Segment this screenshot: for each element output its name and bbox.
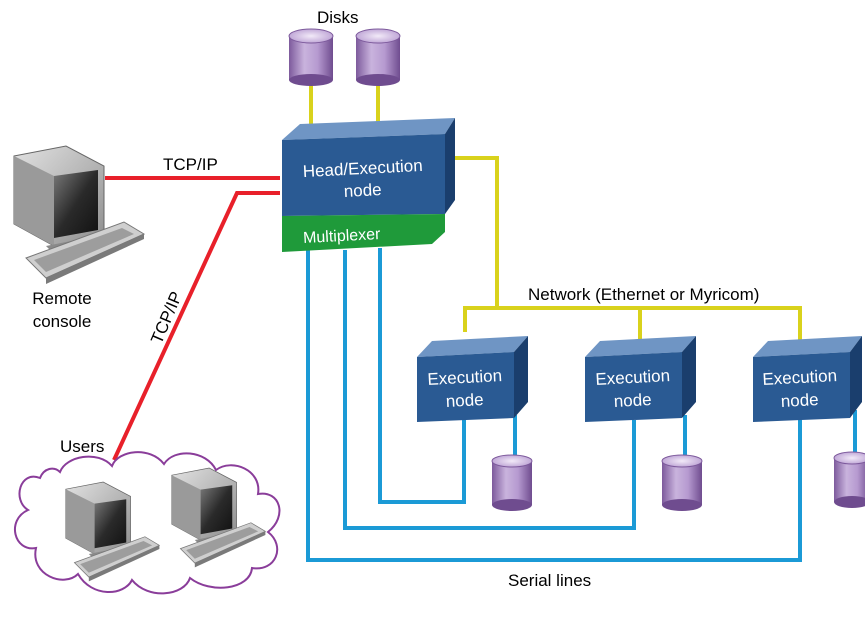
disk-icon bbox=[355, 28, 401, 86]
execution-node: Execution node bbox=[585, 336, 696, 422]
execution-node: Execution node bbox=[753, 336, 862, 422]
desktop-computer-icon bbox=[13, 145, 146, 284]
desktop-computer-icon bbox=[171, 467, 267, 568]
execution-node-label-line1: Execution bbox=[427, 366, 503, 389]
network-label: Network (Ethernet or Myricom) bbox=[528, 285, 759, 304]
disk-icon bbox=[661, 454, 703, 511]
network-link bbox=[455, 156, 802, 345]
desktop-computer-icon bbox=[65, 481, 161, 582]
serial-lines bbox=[306, 248, 857, 562]
users-label: Users bbox=[60, 437, 104, 456]
execution-node-label-line1: Execution bbox=[762, 366, 838, 389]
users-cloud bbox=[14, 451, 281, 595]
head-execution-node: Head/Execution node bbox=[282, 118, 455, 216]
tcpip-links bbox=[105, 176, 280, 461]
disk-icon bbox=[288, 28, 334, 86]
execution-node-label-line2: node bbox=[780, 390, 819, 411]
execution-node-label-line1: Execution bbox=[595, 366, 671, 389]
serial-lines-label: Serial lines bbox=[508, 571, 591, 590]
disks-label: Disks bbox=[317, 8, 359, 27]
disk-icon bbox=[491, 454, 533, 511]
remote-console-label-line1: Remote bbox=[32, 289, 92, 308]
execution-node-label-line2: node bbox=[445, 390, 484, 411]
head-node-label-line2: node bbox=[343, 180, 382, 201]
execution-node-label-line2: node bbox=[613, 390, 652, 411]
multiplexer: Multiplexer bbox=[282, 214, 445, 252]
disk-icon bbox=[833, 451, 865, 508]
remote-console-label-line2: console bbox=[33, 312, 92, 331]
multiplexer-label: Multiplexer bbox=[303, 226, 382, 247]
execution-node: Execution node bbox=[417, 336, 528, 422]
tcpip-label-top: TCP/IP bbox=[163, 155, 218, 174]
